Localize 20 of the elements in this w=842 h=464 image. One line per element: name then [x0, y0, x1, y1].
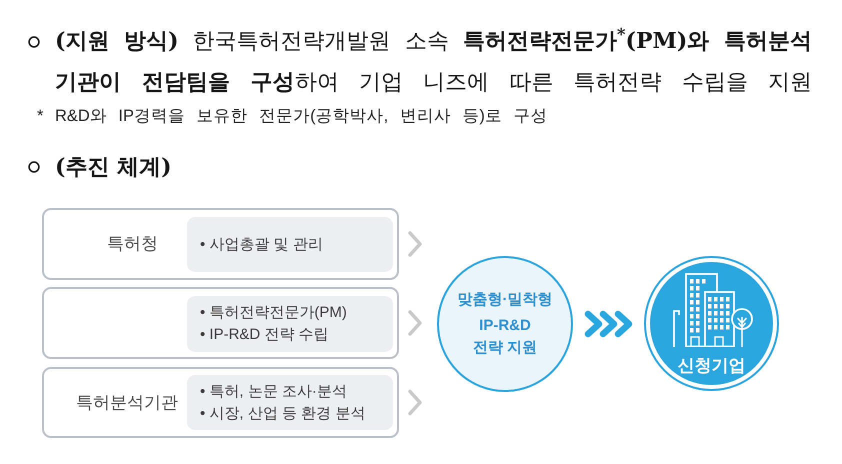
chevron-arrow: [408, 231, 422, 257]
task-item: • IP-R&D 전략 수립: [200, 325, 329, 345]
section-heading: (추진 체계): [55, 153, 172, 182]
org-card: [42, 208, 399, 280]
org-card: [42, 367, 399, 438]
org-name: 특허분석기관: [76, 392, 178, 414]
company-label: 신청기업: [678, 356, 746, 376]
intro-paragraph: (지원 방식) 한국특허전략개발원 소속 특허전략전문가$^{*}$(PM)와 특허분석 기관이 전담팀을 구성하여 기업 니즈에 따른 특허전략 수립을 지원: [55, 24, 812, 97]
task-item: • 사업총괄 및 관리: [200, 234, 323, 254]
org-name: 특허청: [107, 233, 158, 255]
task-item: • 시장, 산업 등 환경 분석: [200, 404, 366, 424]
chevron-arrow: [584, 310, 632, 338]
chevron-arrow: [408, 310, 422, 336]
chevron-arrow: [408, 390, 422, 416]
task-item: • 특허, 논문 조사·분석: [200, 382, 347, 402]
org-card: [42, 287, 399, 359]
support-text: IP-R&D 전략 지원: [472, 316, 538, 358]
task-item: • 특허전략전문가(PM): [200, 303, 347, 323]
support-text: 맞춤형·밀착형: [458, 290, 552, 310]
footnote: * R&D와 IP경력을 보유한 전문가(공학박사, 변리사 등)로 구성: [37, 106, 548, 127]
